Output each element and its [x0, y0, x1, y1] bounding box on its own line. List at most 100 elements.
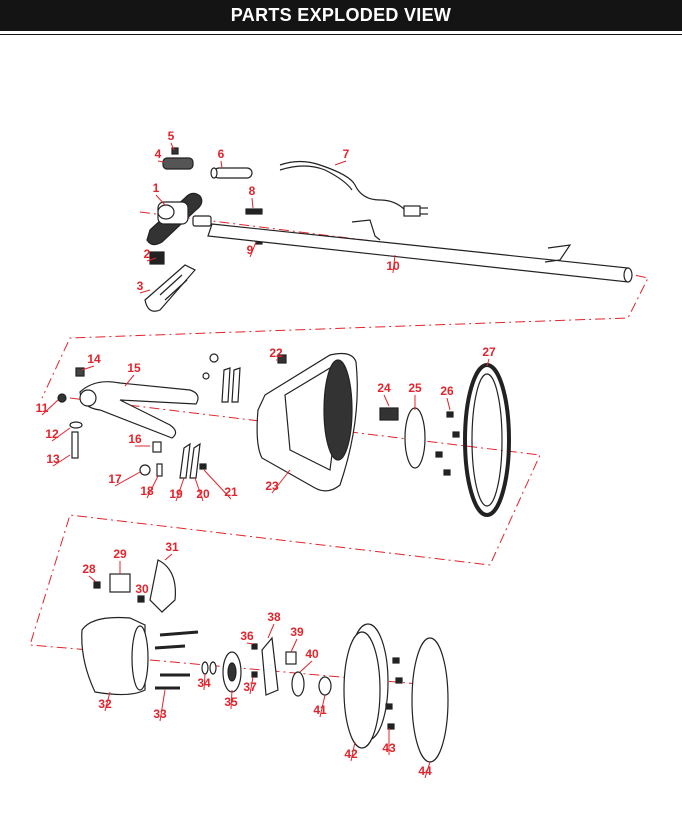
- part-12-washer: [69, 421, 83, 429]
- part-37-screw: [251, 671, 258, 678]
- part-label-24: 24: [377, 381, 391, 407]
- leader-line-33: [159, 689, 166, 722]
- leader-line-39: [290, 638, 298, 653]
- part-label-29: 29: [113, 547, 127, 574]
- part-label-27: 27: [482, 345, 496, 367]
- part-number-7: 7: [343, 147, 350, 161]
- leader-line-31: [164, 553, 173, 561]
- part-label-30: 30: [135, 582, 149, 596]
- part-26-screw-b: [452, 431, 460, 438]
- page-title: PARTS EXPLODED VIEW: [230, 5, 452, 25]
- part-label-7: 7: [334, 147, 350, 166]
- part-number-12: 12: [45, 427, 59, 441]
- part-number-34: 34: [197, 676, 211, 690]
- leader-line-17: [114, 471, 141, 487]
- part-label-6: 6: [218, 147, 225, 169]
- part-label-38: 38: [267, 610, 281, 639]
- cord-part-7: [279, 160, 428, 217]
- part-number-43: 43: [382, 741, 396, 755]
- leader-line-5: [170, 142, 175, 151]
- part-26-screw-d: [443, 469, 451, 476]
- part-18-clip: [156, 463, 163, 477]
- part-label-36: 36: [240, 629, 254, 645]
- leader-line-36: [246, 642, 254, 645]
- part-15-yoke: [79, 381, 199, 439]
- part-label-11: 11: [36, 399, 59, 416]
- part-label-31: 31: [164, 540, 179, 561]
- part-41-spacer: [318, 676, 332, 696]
- part-43-screw-a: [392, 657, 400, 664]
- part-19-link: [179, 442, 191, 479]
- part-label-13: 13: [46, 452, 71, 467]
- part-3-clamp-slots: [159, 274, 188, 301]
- hardware-links: [221, 367, 241, 403]
- header-rule: [0, 34, 682, 35]
- leader-line-37: [249, 676, 254, 695]
- part-number-3: 3: [137, 279, 144, 293]
- part-35-core: [227, 662, 237, 682]
- part-44-wheel: [411, 637, 449, 763]
- part-label-37: 37: [243, 676, 257, 695]
- part-1-tab: [192, 215, 212, 227]
- part-number-26: 26: [440, 384, 454, 398]
- part-11-washer: [57, 393, 67, 403]
- part-number-40: 40: [305, 647, 319, 661]
- part-label-10: 10: [386, 254, 400, 274]
- part-27-belt-inner: [471, 373, 503, 507]
- part-number-11: 11: [36, 401, 49, 415]
- part-7-plug: [403, 205, 421, 217]
- leader-line-6: [220, 160, 223, 169]
- part-15-pivot: [79, 389, 97, 407]
- part-32-face: [131, 625, 149, 691]
- part-20-link: [189, 442, 201, 479]
- part-43-screw-b: [395, 677, 403, 684]
- part-number-32: 32: [98, 697, 112, 711]
- part-number-18: 18: [140, 484, 154, 498]
- leader-line-4: [157, 160, 165, 163]
- housing-part-23: [256, 352, 358, 492]
- part-label-5: 5: [168, 129, 175, 151]
- part-17-nut: [139, 464, 151, 476]
- part-number-23: 23: [265, 479, 279, 493]
- part-22-nut: [277, 354, 287, 364]
- leader-line-28: [88, 575, 97, 583]
- part-number-27: 27: [482, 345, 496, 359]
- part-34-washer-b: [209, 661, 217, 675]
- part-number-10: 10: [386, 259, 400, 273]
- leader-line-1: [155, 194, 166, 206]
- leader-line-41: [319, 694, 326, 718]
- leader-line-2: [146, 257, 157, 262]
- leader-line-12: [51, 427, 71, 442]
- part-label-26: 26: [440, 384, 454, 411]
- part-24-bushing: [379, 407, 399, 421]
- part-26-screw-c: [435, 451, 443, 458]
- part-label-43: 43: [382, 728, 396, 755]
- part-number-4: 4: [155, 147, 162, 161]
- part-label-25: 25: [408, 381, 422, 410]
- part-number-37: 37: [243, 680, 257, 694]
- part-label-20: 20: [194, 477, 210, 502]
- part-label-28: 28: [82, 562, 97, 583]
- leader-line-19: [175, 477, 185, 502]
- part-number-9: 9: [247, 243, 254, 257]
- part-number-2: 2: [144, 247, 151, 261]
- part-number-28: 28: [82, 562, 96, 576]
- leader-line-3: [139, 289, 151, 294]
- yoke-assembly: [57, 353, 287, 479]
- part-36-screw: [251, 643, 258, 650]
- part-32-motor: [81, 616, 146, 696]
- part-number-39: 39: [290, 625, 304, 639]
- part-label-44: 44: [418, 761, 432, 779]
- leader-line-14: [81, 365, 95, 371]
- part-40-bearing: [291, 671, 305, 697]
- part-number-6: 6: [218, 147, 225, 161]
- part-8-clip: [245, 208, 263, 215]
- part-number-35: 35: [224, 695, 238, 709]
- leader-line-23: [271, 469, 291, 494]
- part-number-19: 19: [169, 487, 183, 501]
- handle-assembly: [144, 147, 263, 312]
- leader-line-40: [299, 660, 313, 673]
- leader-line-38: [267, 623, 275, 639]
